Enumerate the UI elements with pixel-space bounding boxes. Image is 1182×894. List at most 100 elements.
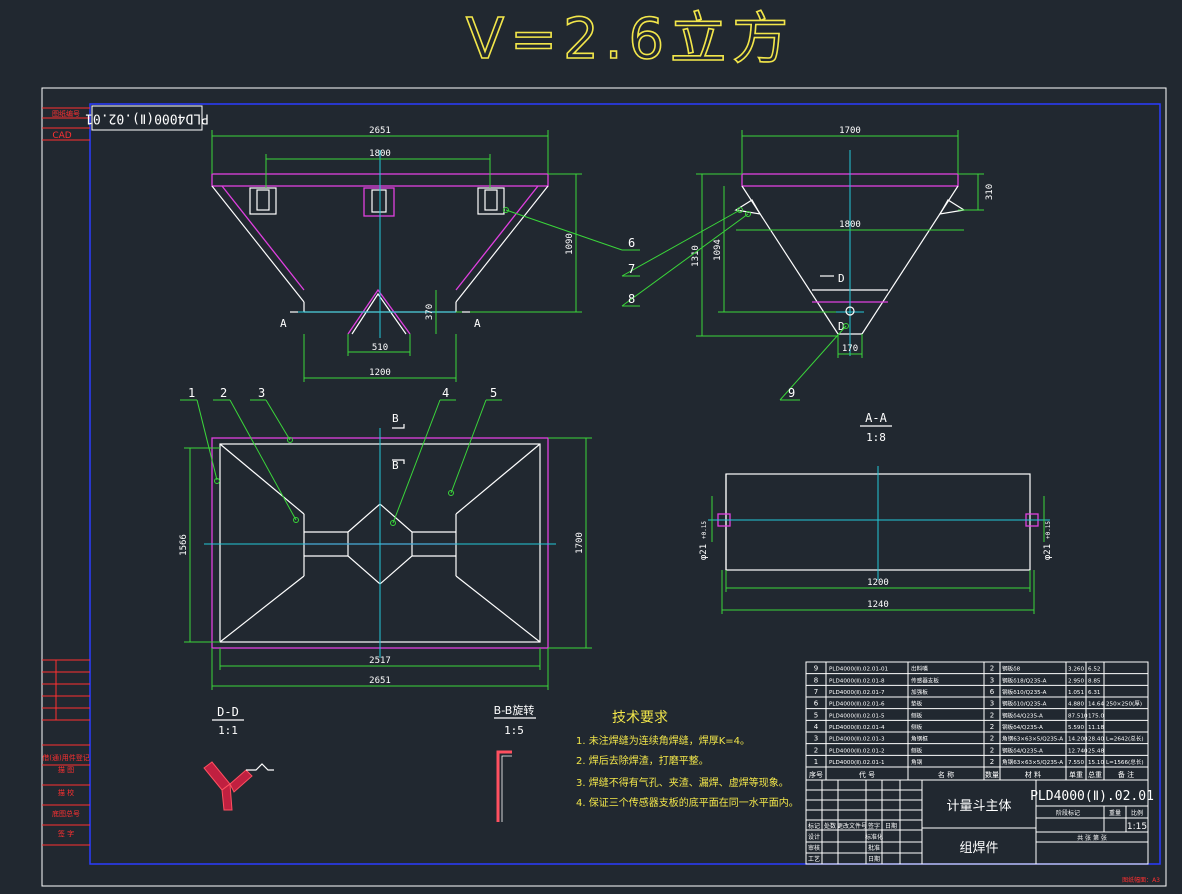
bom-cell-no: 3 <box>814 735 818 743</box>
bom-header-unit: 单重 <box>1069 770 1083 779</box>
bom-cell-code: PLD4000(Ⅱ).02.01-2 <box>829 748 885 754</box>
balloon-2: 2 <box>220 386 227 400</box>
dim-aa-hole-left: φ21 <box>699 544 709 560</box>
bom-cell-total: 6.52 <box>1088 667 1100 673</box>
tech-requirements: 技术要求 1. 未注焊缝为连续角焊缝，焊厚K=4。 2. 焊后去除焊渣，打磨平整… <box>576 710 799 809</box>
left-strip: 图纸编号 CAD 借(通)用件登记 描 图 描 校 底图总号 签 字 <box>42 107 90 846</box>
drawing-code-text: PLD4000(Ⅱ).02.01 <box>85 111 209 126</box>
bom-cell-total: 175.0 <box>1088 713 1104 719</box>
bom-cell-name: 侧板 <box>911 723 923 731</box>
dim-plan-h-outer: 1700 <box>575 532 585 554</box>
plan-view: 1566 1700 2517 2651 B B <box>179 412 592 690</box>
bom-cell-unit: 5.590 <box>1068 725 1084 731</box>
stage-label-mark: 阶段标记 <box>1056 809 1080 817</box>
bom-cell-name: 垫板 <box>911 700 923 708</box>
stage-label-scale: 比例 <box>1131 809 1143 817</box>
bom-cell-unit: 1.051 <box>1068 690 1084 696</box>
bom-cell-qty: 6 <box>990 688 995 696</box>
bom-cell-total: 11.18 <box>1088 725 1104 731</box>
sign-label-sign: 签字 <box>868 822 880 830</box>
view-bb-scale: 1:5 <box>504 724 524 737</box>
bom-cell-unit: 3.260 <box>1068 667 1084 673</box>
bom-cell-code: PLD4000(Ⅱ).02.01-6 <box>829 702 885 708</box>
view-aa-scale: 1:8 <box>866 431 886 444</box>
part-name: 计量斗主体 <box>946 799 1011 814</box>
bom-cell-unit: 14.200 <box>1068 737 1088 743</box>
strip-label-check: 描 校 <box>58 788 74 797</box>
title-drawing-no: PLD4000(Ⅱ).02.01 <box>1030 789 1154 804</box>
bom-header-note: 备 注 <box>1118 770 1134 779</box>
bom-cell-name: 侧板 <box>911 711 923 719</box>
dim-aa-outer: 1240 <box>867 600 889 610</box>
bom-cell-qty: 2 <box>990 735 994 743</box>
dim-plan-h-inner: 1566 <box>179 534 189 556</box>
bom-cell-total: 6.31 <box>1088 690 1101 696</box>
balloon-7: 7 <box>628 262 635 276</box>
sign-label-mark: 标记 <box>808 822 820 830</box>
corner-note: 图纸幅面：A3 <box>1122 876 1160 884</box>
bom-cell-qty: 3 <box>990 676 994 684</box>
bom-header-total: 总重 <box>1088 770 1102 779</box>
bom-cell-unit: 7.550 <box>1068 760 1084 766</box>
dim-aa-tol-left: +0.15 <box>701 521 708 539</box>
dim-front-height: 1090 <box>565 233 575 255</box>
bom-cell-material: 钢板δ10/Q235-A <box>1002 700 1047 708</box>
bom-cell-qty: 2 <box>990 723 994 731</box>
section-b-top: B <box>392 412 399 425</box>
strip-label-sign: 签 字 <box>58 829 74 838</box>
balloon-leaders: 1 2 3 4 5 6 7 8 9 <box>180 207 849 526</box>
strip-label-cad: CAD <box>52 131 71 141</box>
dim-side-outlet: 170 <box>842 344 858 354</box>
tech-req-item-1: 1. 未注焊缝为连续角焊缝，焊厚K=4。 <box>576 734 750 747</box>
balloon-5: 5 <box>490 386 497 400</box>
dim-plan-w-outer: 2651 <box>369 676 391 686</box>
tech-req-item-3: 3. 焊缝不得有气孔、夹渣、漏焊、虚焊等现象。 <box>576 776 789 789</box>
sign-label-count: 处数 <box>824 822 836 830</box>
dim-side-mid: 1800 <box>839 220 861 230</box>
bom-cell-qty: 2 <box>990 711 994 719</box>
dim-front-inner: 1800 <box>369 149 391 159</box>
view-bb-title: B-B旋转 <box>494 703 535 717</box>
bom-cell-material: 钢板δ10/Q235-A <box>1002 688 1047 696</box>
balloon-3: 3 <box>258 386 265 400</box>
bom-cell-code: PLD4000(Ⅱ).02.01-1 <box>829 760 885 766</box>
bom-cell-code: PLD4000(Ⅱ).02.01-3 <box>829 737 885 743</box>
dim-side-flange: 310 <box>985 184 995 200</box>
bom-header-no: 序号 <box>809 770 823 779</box>
bom-header-name: 名 称 <box>938 770 954 779</box>
bom-cell-unit: 4.880 <box>1068 702 1084 708</box>
front-view: 2651 1800 1090 370 510 1200 A A <box>211 126 582 382</box>
bom-cell-material: 钢板δ18/Q235-A <box>1002 676 1047 684</box>
view-aa-title: A-A <box>865 411 887 425</box>
balloon-6: 6 <box>628 236 635 250</box>
part-type: 组焊件 <box>959 840 998 856</box>
balloon-1: 1 <box>188 386 195 400</box>
dim-front-outlet-h: 370 <box>425 304 435 320</box>
bom-cell-note: L=2642(总长) <box>1106 735 1144 743</box>
dim-aa-tol-right: +0.15 <box>1045 521 1052 539</box>
strip-label-1: 图纸编号 <box>52 109 80 118</box>
section-b-bottom: B <box>392 459 399 472</box>
bom-cell-qty: 2 <box>990 746 994 754</box>
dim-plan-w-inner: 2517 <box>369 656 391 666</box>
view-bb: B-B旋转 1:5 <box>494 703 536 822</box>
dim-side-body: 1094 <box>713 239 723 261</box>
bom-header-code: 代 号 <box>859 770 875 779</box>
sign-label-date2: 日期 <box>868 855 880 863</box>
bom-cell-no: 7 <box>814 688 818 696</box>
bom-cell-no: 9 <box>814 665 818 673</box>
bom-cell-qty: 2 <box>990 665 994 673</box>
sign-label-date: 日期 <box>885 822 897 830</box>
bom-cell-unit: 87.510 <box>1068 713 1088 719</box>
sign-label-review: 审核 <box>808 844 820 852</box>
sign-label-standard: 标准化 <box>865 833 883 841</box>
view-dd-title: D-D <box>217 705 239 719</box>
bom-cell-note: 250×250(厚) <box>1106 701 1142 708</box>
balloon-9: 9 <box>788 386 795 400</box>
bom-cell-total: 14.64 <box>1088 702 1104 708</box>
bom-cell-material: 钢板δ4/Q235-A <box>1002 746 1043 754</box>
bom-cell-code: PLD4000(Ⅱ).02.01-7 <box>829 690 885 696</box>
tech-req-title: 技术要求 <box>612 710 668 726</box>
sign-label-approve: 批准 <box>868 844 880 852</box>
